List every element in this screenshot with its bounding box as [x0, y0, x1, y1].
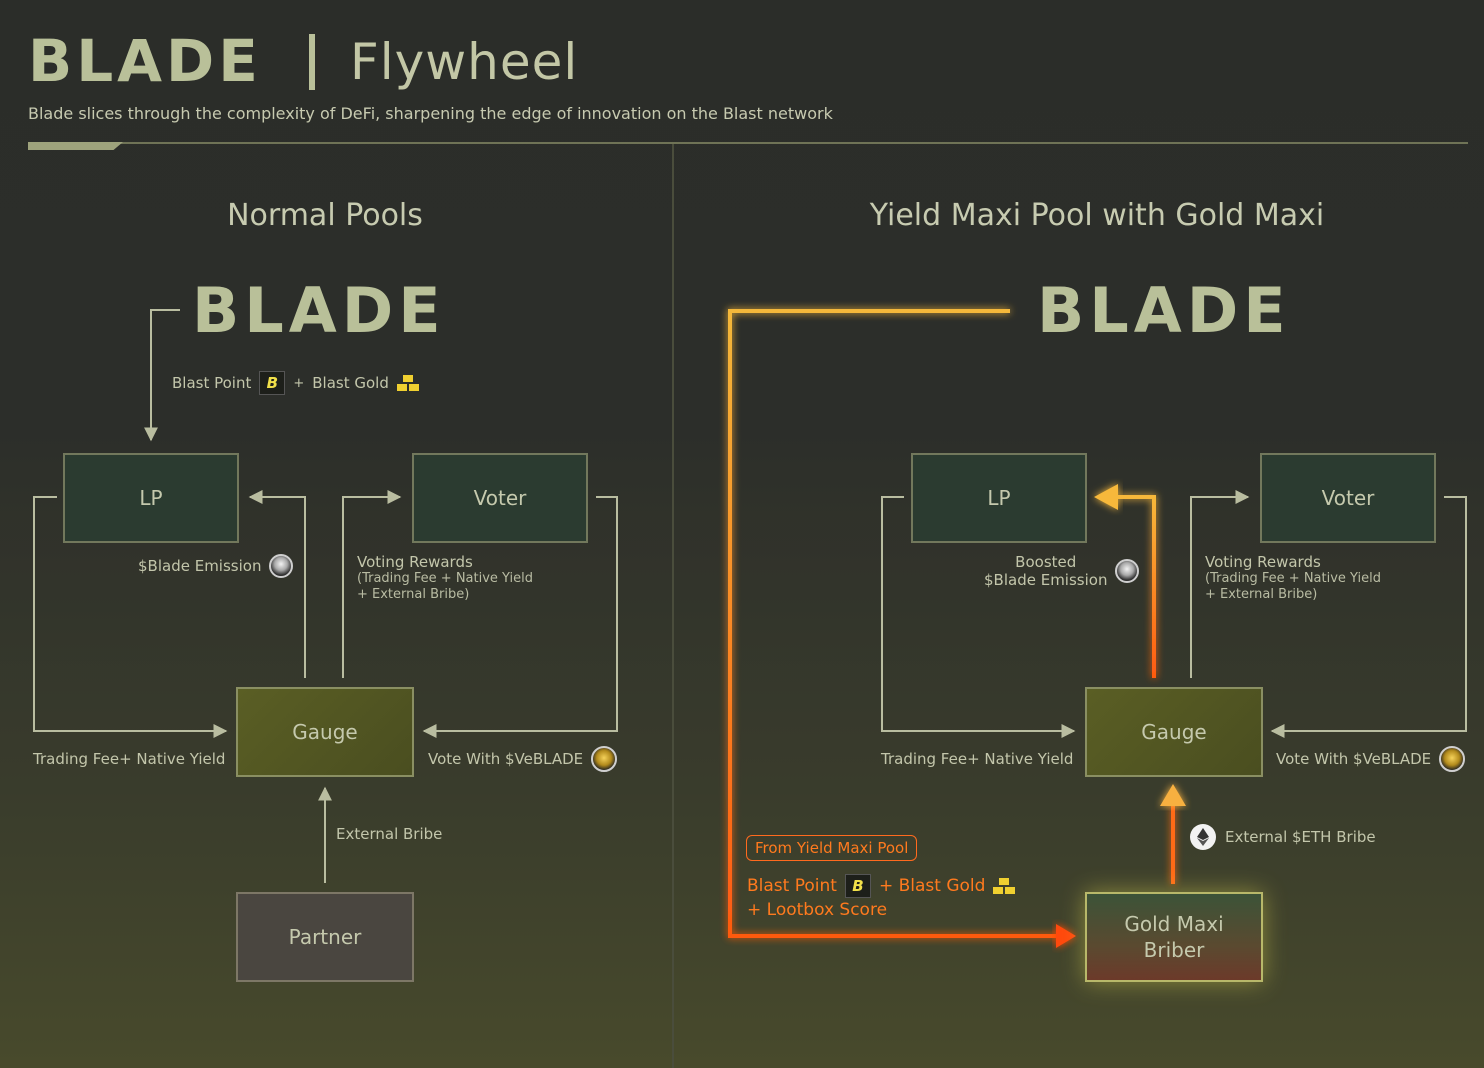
- blast-point-label: Blast Point: [172, 374, 252, 392]
- external-eth-bribe-label: External $ETH Bribe: [1225, 828, 1376, 846]
- right-trading-fee: Trading Fee+ Native Yield: [881, 750, 1074, 768]
- gold-maxi-line-2: Briber: [1143, 938, 1205, 962]
- veblade-coin-icon: [591, 746, 618, 772]
- left-blast-rewards: Blast Point B + Blast Gold: [172, 371, 419, 395]
- right-blast-rewards: Blast Point B + Blast Gold + Lootbox Sco…: [747, 874, 1016, 922]
- right-lp-box: LP: [911, 453, 1087, 543]
- left-voting-rewards: Voting Rewards (Trading Fee + Native Yie…: [357, 553, 533, 603]
- blade-coin-icon: [269, 554, 294, 578]
- emission-label: $Blade Emission: [138, 557, 262, 575]
- plus-sign: +: [293, 375, 305, 391]
- right-section-title: Yield Maxi Pool with Gold Maxi: [869, 198, 1325, 233]
- veblade-coin-icon: [1439, 746, 1466, 772]
- header-rule: [28, 142, 1468, 144]
- voting-rewards-detail-2: + External Bribe): [357, 587, 470, 602]
- left-lp-box: LP: [63, 453, 239, 543]
- partner-label: Partner: [288, 925, 362, 949]
- panel-divider: [672, 144, 674, 1068]
- vote-with-label: Vote With $VeBLADE: [1276, 750, 1432, 768]
- voting-rewards-detail-2: + External Bribe): [1205, 587, 1318, 602]
- gauge-label: Gauge: [292, 720, 358, 744]
- voter-label: Voter: [1321, 486, 1375, 510]
- brand-logo: BLADE: [28, 27, 262, 95]
- page-subtitle: Blade slices through the complexity of D…: [28, 104, 833, 123]
- gold-bars-icon: [993, 878, 1016, 894]
- voting-rewards-detail-1: (Trading Fee + Native Yield: [357, 571, 533, 586]
- gauge-label: Gauge: [1141, 720, 1207, 744]
- gold-maxi-line-1: Gold Maxi: [1124, 912, 1224, 936]
- vote-with-label: Vote With $VeBLADE: [428, 750, 584, 768]
- voter-label: Voter: [473, 486, 527, 510]
- title-divider: [309, 34, 315, 90]
- blast-point-icon: B: [844, 874, 871, 898]
- blast-point-icon: B: [259, 371, 286, 395]
- left-blade-logo: BLADE: [192, 274, 446, 347]
- voting-rewards-title: Voting Rewards: [1205, 553, 1321, 571]
- lootbox-score-label: + Lootbox Score: [747, 900, 888, 920]
- voting-rewards-detail-1: (Trading Fee + Native Yield: [1205, 571, 1381, 586]
- left-emission: $Blade Emission: [138, 554, 294, 578]
- left-voter-box: Voter: [412, 453, 588, 543]
- left-external-bribe: External Bribe: [336, 825, 443, 843]
- left-partner-box: Partner: [236, 892, 414, 982]
- from-yield-maxi-badge: From Yield Maxi Pool: [746, 835, 918, 861]
- left-section-title: Normal Pools: [227, 198, 423, 233]
- left-vote-with: Vote With $VeBLADE: [428, 746, 618, 772]
- gold-maxi-briber-box: Gold Maxi Briber: [1085, 892, 1263, 982]
- header-rule-accent: [28, 142, 123, 150]
- eth-icon: [1190, 824, 1216, 850]
- right-vote-with: Vote With $VeBLADE: [1276, 746, 1466, 772]
- left-trading-fee: Trading Fee+ Native Yield: [33, 750, 226, 768]
- gold-bars-icon: [396, 375, 419, 391]
- voting-rewards-title: Voting Rewards: [357, 553, 473, 571]
- right-blade-logo: BLADE: [1037, 274, 1291, 347]
- right-voting-rewards: Voting Rewards (Trading Fee + Native Yie…: [1205, 553, 1381, 603]
- blast-point-label: Blast Point: [747, 876, 837, 896]
- right-voter-box: Voter: [1260, 453, 1436, 543]
- right-gauge-box: Gauge: [1085, 687, 1263, 777]
- blast-gold-label: + Blast Gold: [878, 876, 986, 896]
- left-gauge-box: Gauge: [236, 687, 414, 777]
- blade-coin-icon: [1115, 559, 1140, 583]
- emission-label: $Blade Emission: [984, 571, 1108, 589]
- page-title: Flywheel: [350, 33, 579, 91]
- right-external-eth-bribe: External $ETH Bribe: [1190, 824, 1376, 850]
- lp-label: LP: [987, 486, 1011, 510]
- boosted-label: Boosted: [1015, 553, 1077, 571]
- blast-gold-label: Blast Gold: [312, 374, 389, 392]
- right-boosted-emission: Boosted $Blade Emission: [984, 553, 1140, 589]
- lp-label: LP: [139, 486, 163, 510]
